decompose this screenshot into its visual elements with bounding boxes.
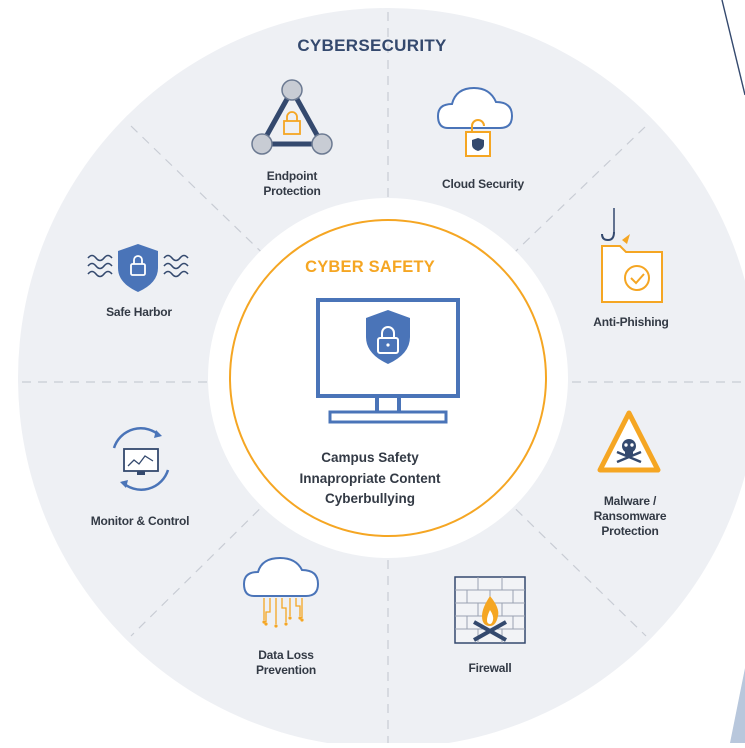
center-topic: Cyberbullying [324, 491, 415, 506]
warning-skull-icon [597, 410, 661, 473]
segment-label-monitor-control: Monitor & Control [90, 514, 190, 528]
segment-label-data-loss-prevention: Data Loss Prevention [255, 648, 317, 677]
triangle-network-lock-icon [251, 79, 333, 155]
monitor-shield-icon [316, 298, 460, 424]
shield-waves-icon [87, 244, 189, 292]
center-topic: Innapropriate Content [299, 470, 441, 486]
segment-label-cloud-security: Cloud Security [442, 177, 524, 191]
center-topics: Campus Safety Innapropriate Content Cybe… [270, 448, 470, 510]
segment-label-firewall: Firewall [468, 661, 512, 675]
folder-hook-icon [601, 208, 663, 303]
segment-label-safe-harbor: Safe Harbor [106, 305, 172, 319]
edge-accent-line [721, 0, 745, 96]
center-title: CYBER SAFETY [305, 258, 435, 276]
inner-orange-ring [229, 219, 547, 537]
diagram-title: CYBERSECURITY [297, 36, 447, 55]
cloud-lock-icon [436, 86, 514, 157]
segment-label-anti-phishing: Anti-Phishing [593, 315, 669, 329]
segment-label-malware: Malware / Ransomware Protection [593, 494, 667, 538]
segment-label-endpoint-protection: Endpoint Protection [263, 169, 321, 198]
brick-wall-fire-icon [454, 576, 526, 644]
monitor-refresh-icon [112, 427, 170, 491]
segment-dividers [22, 12, 745, 744]
edge-accent-corner [730, 668, 745, 743]
center-topic: Campus Safety [321, 450, 419, 465]
cloud-circuit-icon [242, 556, 320, 628]
